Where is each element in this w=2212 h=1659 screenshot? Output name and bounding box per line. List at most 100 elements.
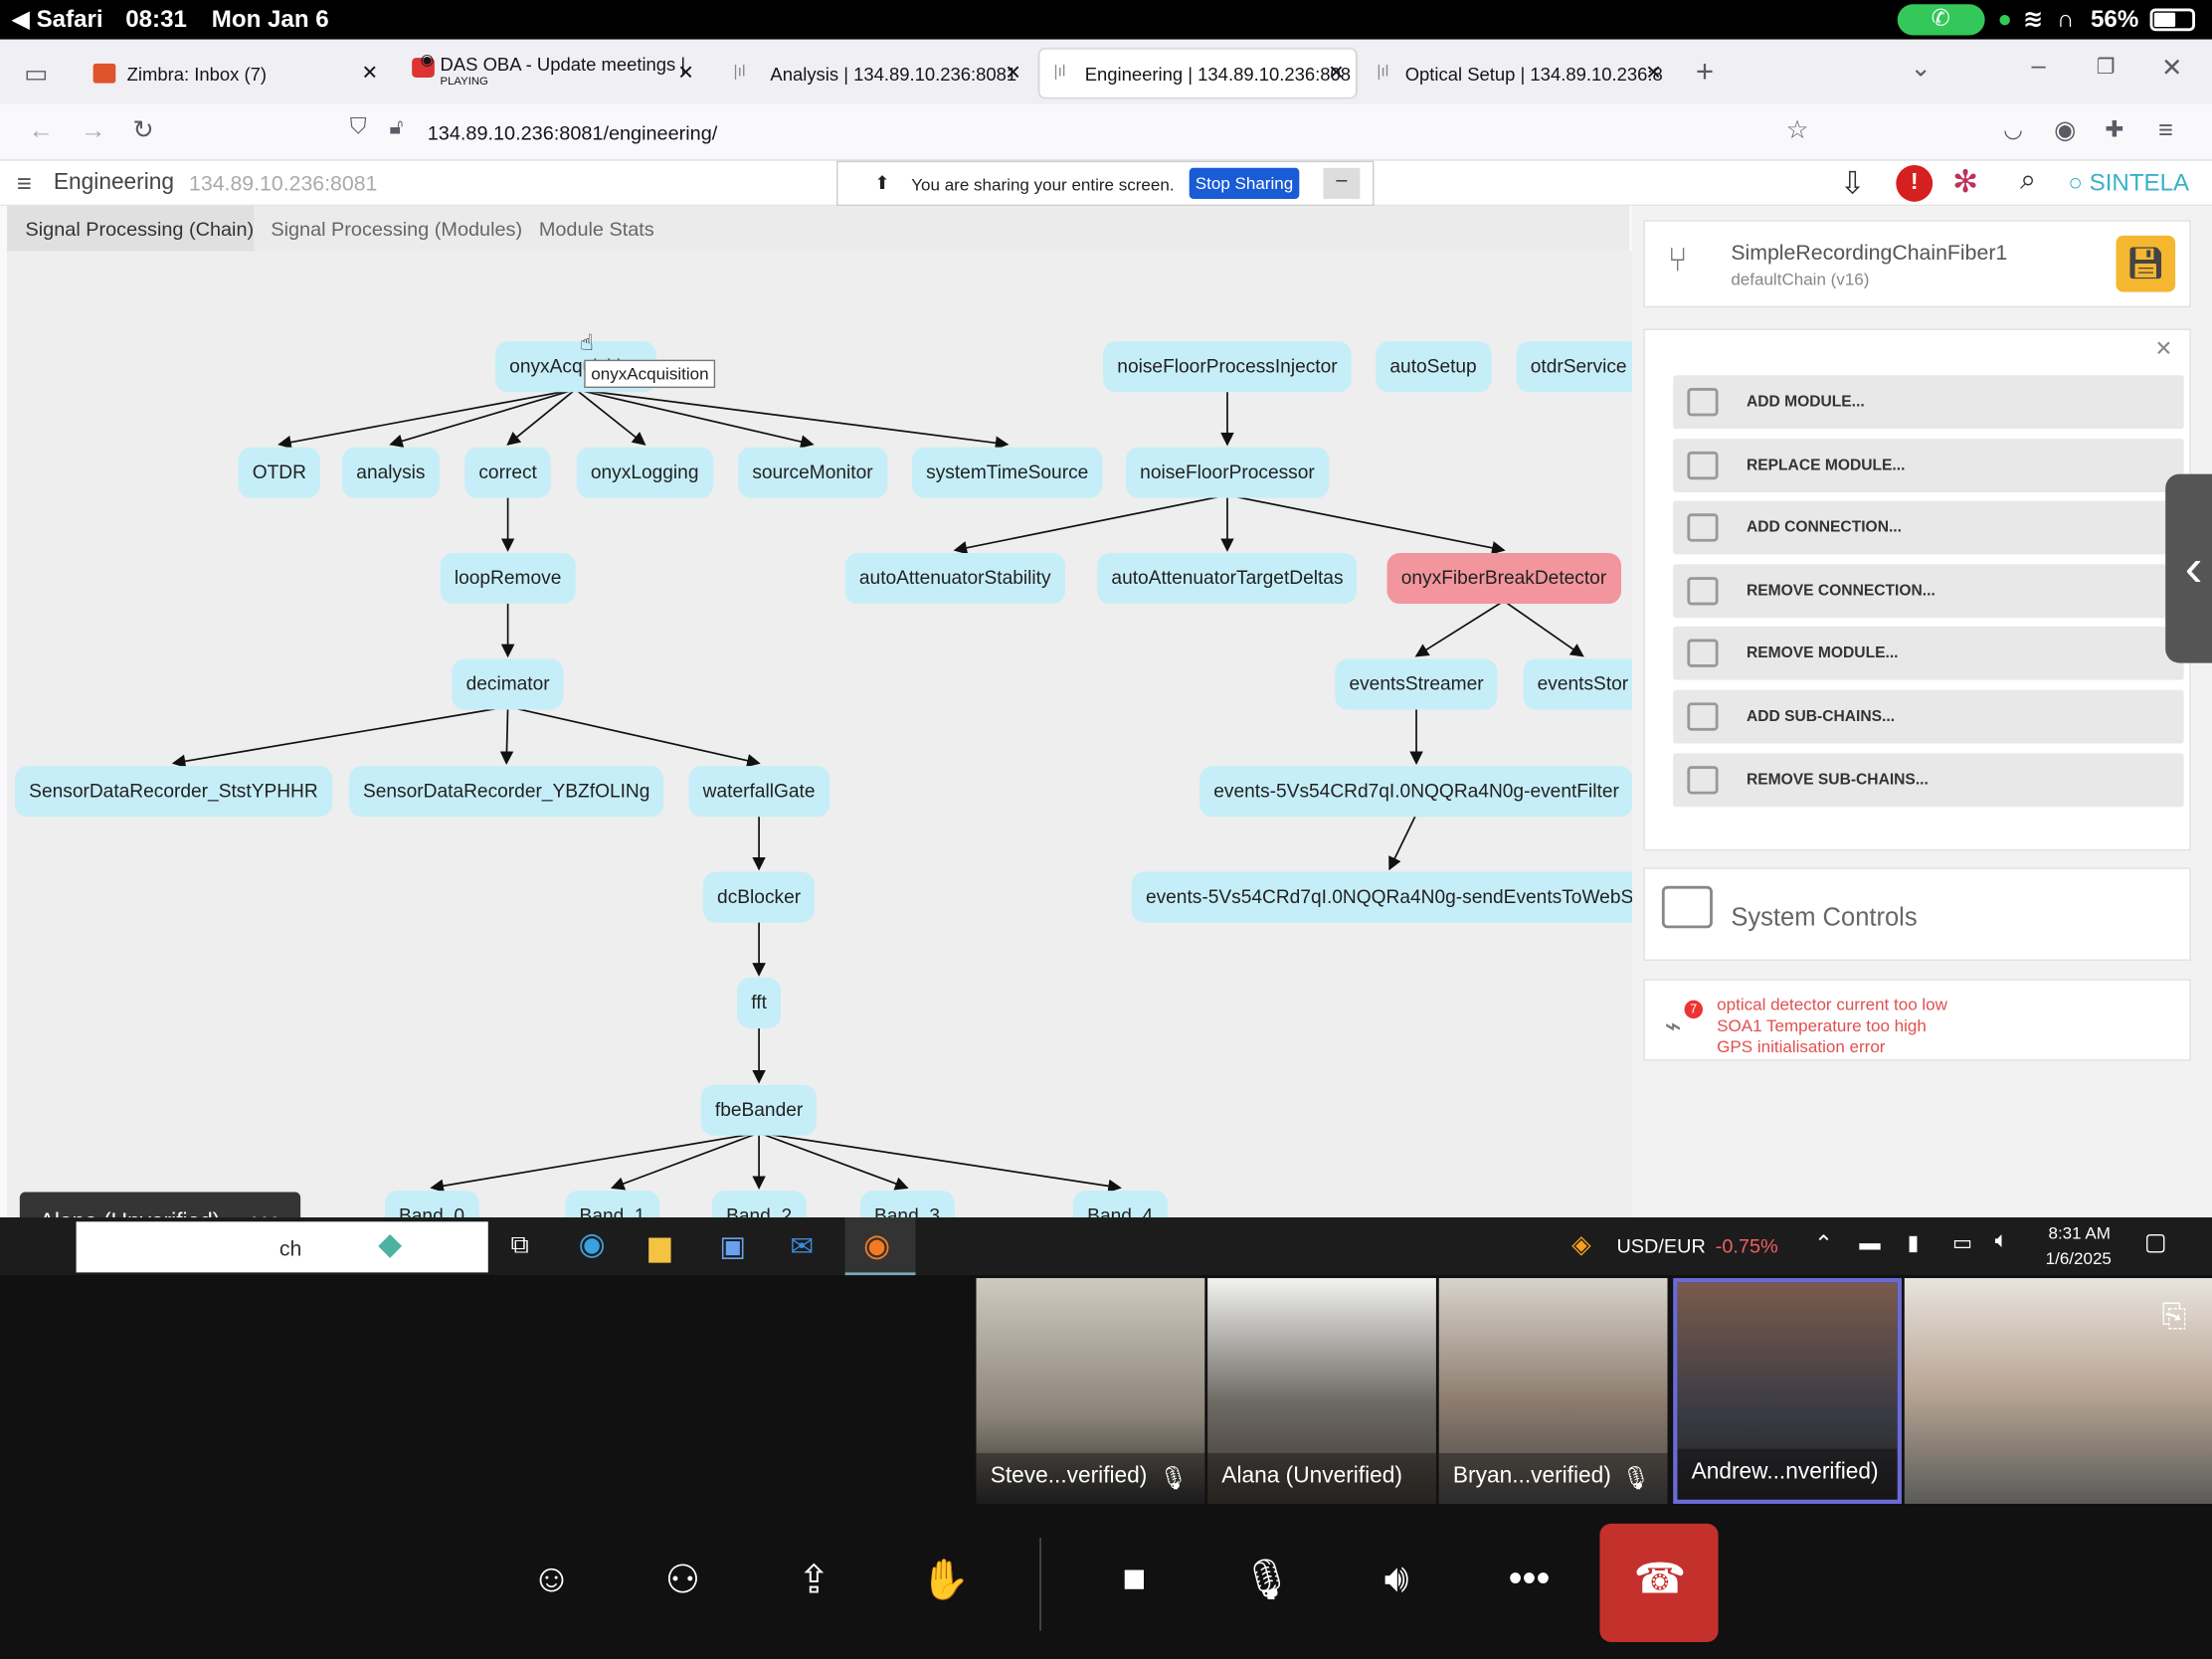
speaker-icon[interactable]: 🔊︎ (1383, 1556, 1409, 1600)
share-content-icon[interactable]: ⇪ (797, 1557, 831, 1601)
chain-node[interactable]: otdrService (1516, 341, 1633, 393)
close-icon[interactable]: ✕ (2154, 336, 2173, 362)
save-button[interactable]: 💾︎ (2116, 235, 2176, 292)
network-icon[interactable]: ✻ (1952, 163, 1979, 199)
switch-camera-icon[interactable]: ⎘ (2161, 1297, 2187, 1334)
forward-icon[interactable]: → (80, 115, 106, 144)
chevron-up-icon[interactable]: ⌃ (1814, 1232, 1834, 1257)
system-controls-card[interactable]: System Controls (1643, 867, 2191, 961)
tab-optical-setup[interactable]: |ıl Optical Setup | 134.89.10.236:8✕ (1377, 60, 1663, 86)
chain-node[interactable]: onyxLogging (576, 447, 713, 498)
tab-list-icon[interactable]: ⌄ (1910, 53, 1932, 83)
restore-icon[interactable]: ❐ (2096, 55, 2116, 80)
chain-node[interactable]: decimator (452, 658, 564, 710)
chain-node[interactable]: SensorDataRecorder_StstYPHHR (15, 766, 332, 818)
chain-node[interactable]: autoAttenuatorStability (844, 553, 1065, 605)
chain-node[interactable]: Band_3 (859, 1191, 955, 1218)
chain-node[interactable]: SensorDataRecorder_YBZfOLINg (348, 766, 664, 818)
chain-node[interactable]: noiseFloorProcessor (1125, 447, 1329, 498)
hamburger-icon[interactable]: ≡ (17, 169, 32, 198)
tab-signal-processing-chain[interactable]: Signal Processing (Chain) (25, 217, 255, 241)
action-button[interactable]: REMOVE MODULE... (1673, 627, 2184, 681)
action-button[interactable]: ADD SUB-CHAINS... (1673, 689, 2184, 744)
taskbar-search[interactable]: ch (76, 1221, 488, 1273)
raise-hand-icon[interactable]: ✋ (920, 1557, 971, 1601)
chain-node[interactable]: Band_0 (384, 1191, 479, 1218)
close-icon[interactable]: ✕ (1328, 60, 1345, 84)
chain-node[interactable]: events-5Vs54CRd7qI.0NQQRa4N0g-sendEvents… (1131, 871, 1633, 923)
chain-node[interactable]: eventsStor (1523, 658, 1633, 710)
tab-das-oba[interactable]: ◉ DAS OBA - Update meetings | PLAYING ✕ (395, 50, 705, 97)
file-explorer-icon[interactable]: ▆ (648, 1231, 671, 1263)
close-icon[interactable]: ✕ (1005, 60, 1021, 84)
tab-overview-icon[interactable]: ▭ (24, 59, 49, 88)
action-button[interactable]: REMOVE CONNECTION... (1673, 564, 2184, 618)
close-icon[interactable]: ✕ (677, 60, 694, 84)
camera-icon[interactable]: ■ (1122, 1556, 1147, 1600)
chain-node[interactable]: Band_2 (711, 1191, 807, 1218)
hide-banner-button[interactable]: – (1323, 167, 1361, 199)
action-button[interactable]: ADD CONNECTION... (1673, 500, 2184, 555)
chain-node[interactable]: eventsStreamer (1335, 658, 1498, 710)
call-pill[interactable]: ✆ (1897, 4, 1985, 36)
chain-node[interactable]: analysis (342, 447, 440, 498)
shield-icon[interactable]: ⛉ (349, 115, 367, 140)
action-button[interactable]: REMOVE SUB-CHAINS... (1673, 752, 2184, 807)
chain-node[interactable]: fft (737, 977, 782, 1028)
minimize-icon[interactable]: – (2031, 51, 2046, 80)
participant-video[interactable]: Steve...verified) 🎙︎ (976, 1278, 1205, 1504)
extensions-icon[interactable]: ✚ (2105, 118, 2124, 143)
taskbar-time[interactable]: 8:31 AM (2048, 1222, 2111, 1243)
chain-node[interactable]: noiseFloorProcessInjector (1103, 341, 1352, 393)
participant-video-active-speaker[interactable]: Andrew...nverified) (1673, 1278, 1902, 1504)
chain-node[interactable]: dcBlocker (702, 871, 816, 923)
speaker-icon[interactable]: ◉ (420, 52, 435, 70)
chain-node[interactable]: onyxFiberBreakDetector (1386, 553, 1621, 605)
self-video[interactable]: ⎘ (1904, 1278, 2212, 1504)
chain-node[interactable]: sourceMonitor (738, 447, 887, 498)
mail-icon[interactable]: ✉ (790, 1231, 815, 1263)
mic-tray-icon[interactable]: ▮ (1907, 1231, 1920, 1256)
pocket-icon[interactable]: ◡ (2003, 118, 2023, 143)
chain-node[interactable]: waterfallGate (688, 766, 830, 818)
chain-node[interactable]: systemTimeSource (911, 447, 1103, 498)
chain-node[interactable]: autoAttenuatorTargetDeltas (1097, 553, 1358, 605)
taskbar-date[interactable]: 1/6/2025 (2045, 1248, 2112, 1269)
download-icon[interactable]: ⇩ (1839, 164, 1866, 201)
store-icon[interactable]: ▣ (719, 1231, 747, 1263)
participant-video[interactable]: Bryan...verified) 🎙︎ (1438, 1278, 1668, 1504)
chain-node[interactable]: OTDR (238, 447, 321, 498)
chain-node[interactable]: Band_1 (565, 1191, 659, 1218)
firefox-taskbar-button[interactable]: ◉ (844, 1217, 916, 1276)
menu-icon[interactable]: ≡ (2158, 115, 2174, 144)
participant-video[interactable]: Alana (Unverified) (1207, 1278, 1436, 1504)
close-icon[interactable]: ✕ (361, 60, 379, 84)
reload-icon[interactable]: ↻ (132, 115, 154, 144)
chain-node[interactable]: events-5Vs54CRd7qI.0NQQRa4N0g-eventFilte… (1199, 766, 1633, 818)
chain-node[interactable]: correct (464, 447, 552, 498)
panel-collapse-handle[interactable]: ‹ (2165, 473, 2212, 663)
hang-up-button[interactable]: ☎ (1599, 1523, 1719, 1642)
close-icon[interactable]: ✕ (1645, 60, 1662, 84)
back-to-safari[interactable]: ◀ Safari (11, 5, 103, 33)
battery-tray-icon[interactable]: ▬ (1859, 1231, 1881, 1256)
tab-analysis[interactable]: |ıl Analysis | 134.89.10.236:8081✕ (733, 60, 1021, 86)
alert-icon[interactable]: ! (1896, 164, 1934, 202)
tab-engineering[interactable]: |ıl Engineering | 134.89.10.236:808✕ (1039, 49, 1357, 97)
action-button[interactable]: ADD MODULE... (1673, 375, 2184, 430)
action-button[interactable]: REPLACE MODULE... (1673, 438, 2184, 492)
task-view-icon[interactable]: ⧉ (510, 1229, 529, 1259)
more-options-icon[interactable]: ••• (1508, 1556, 1551, 1600)
volume-tray-icon[interactable]: 🔈︎ (1994, 1228, 2009, 1253)
network-tray-icon[interactable]: ▭ (1952, 1231, 1973, 1256)
url-field[interactable]: 134.89.10.236:8081/engineering/ (427, 120, 718, 144)
participants-icon[interactable]: ⚇ (664, 1557, 701, 1601)
chain-node[interactable]: Band_4 (1072, 1191, 1168, 1218)
currency-pair[interactable]: USD/EUR (1616, 1234, 1706, 1257)
chain-node[interactable]: autoSetup (1376, 341, 1491, 393)
account-icon[interactable]: ◉ (2054, 115, 2077, 144)
tab-module-stats[interactable]: Module Stats (538, 217, 654, 241)
notifications-icon[interactable]: ▢ (2143, 1228, 2167, 1256)
new-tab-icon[interactable]: + (1695, 53, 1715, 90)
chat-icon[interactable]: ☺ (531, 1556, 572, 1600)
